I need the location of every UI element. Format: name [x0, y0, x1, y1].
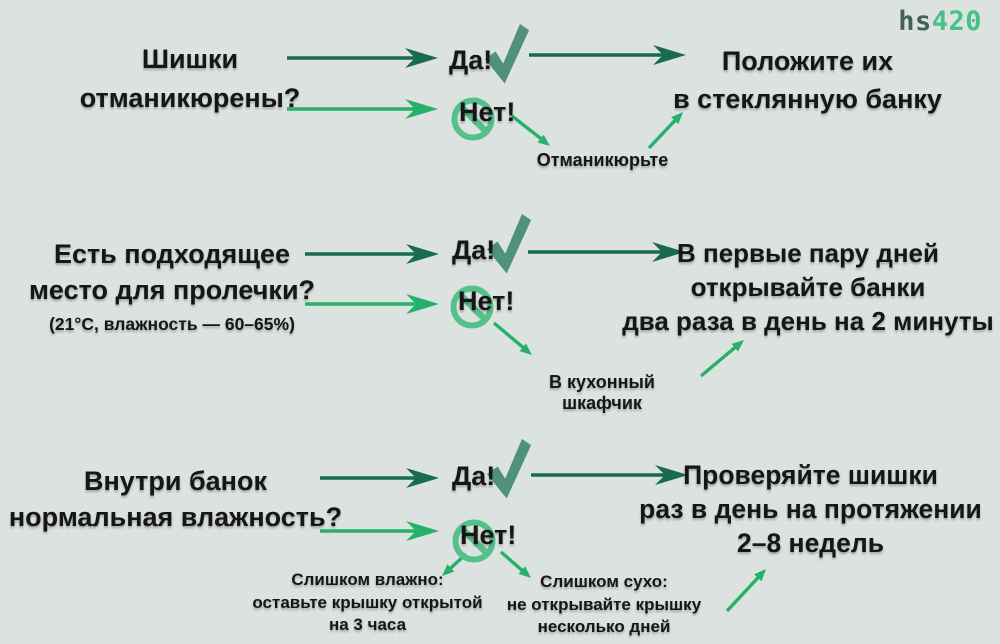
result-3-line-2: раз в день на протяжении	[639, 494, 982, 524]
arrow-yes-2	[305, 244, 439, 264]
question-1-line-1: Шишки	[141, 44, 239, 74]
dry-branch-text: Слишком сухо: не открывайте крышку неско…	[498, 571, 710, 639]
question-3: Внутри банок нормальная влажность?	[8, 463, 343, 535]
question-3-line-1: Внутри банок	[84, 466, 267, 496]
question-2-note: (21°C, влажность — 60–65%)	[49, 314, 295, 334]
prohibition-icon-3	[452, 519, 496, 563]
arrow-no-2	[305, 294, 439, 314]
hs420-logo: hs420	[898, 6, 982, 37]
arrow-from-action-2	[699, 340, 744, 378]
wet-branch-line-2: оставьте крышку открытой	[252, 592, 483, 612]
arrow-yes-result-2	[528, 242, 685, 262]
no-label-1: Нет!	[459, 97, 516, 127]
arrow-to-action-2	[492, 321, 532, 355]
result-2-line-3: два раза в день на 2 минуты	[622, 306, 994, 336]
no-action-1: Отманикюрьте	[536, 150, 669, 170]
no-action-2: В кухонный шкафчик	[549, 372, 655, 413]
result-3-line-1: Проверяйте шишки	[683, 460, 938, 490]
dry-branch-line-2: не открывайте крышку	[506, 594, 702, 614]
yes-label-2: Да!	[452, 235, 496, 265]
result-3-line-3: 2–8 недель	[736, 528, 884, 558]
question-2-line-1: Есть подходящее	[53, 239, 291, 269]
wet-branch-line-3: на 3 часа	[328, 615, 407, 634]
question-1-line-2: отманикюрены?	[79, 83, 301, 113]
result-2: В первые пару дней открывайте банки два …	[622, 236, 994, 338]
question-2: Есть подходящее место для пролечки? (21°…	[22, 236, 322, 334]
yes-label-1: Да!	[449, 45, 493, 75]
question-2-line-2: место для пролечки?	[28, 275, 316, 305]
logo-420: 420	[931, 6, 982, 37]
yes-label-3: Да!	[452, 461, 496, 491]
result-1: Положите их в стеклянную банку	[665, 42, 950, 118]
prohibition-icon-1	[451, 97, 495, 141]
logo-hs: hs	[898, 6, 932, 37]
prohibition-icon-2	[450, 285, 494, 329]
arrow-yes-result-3	[531, 465, 688, 485]
arrow-yes-result-1	[529, 45, 686, 65]
arrow-to-dry-branch	[499, 550, 531, 578]
arrow-no-3	[320, 521, 439, 541]
dry-branch-line-3: несколько дней	[537, 617, 671, 636]
no-label-3: Нет!	[460, 520, 517, 550]
result-1-line-1: Положите их	[721, 46, 894, 76]
arrow-yes-3	[320, 468, 439, 488]
arrow-from-action-1	[647, 112, 683, 150]
result-2-line-1: В первые пару дней	[677, 238, 939, 268]
arrow-no-1	[287, 99, 438, 119]
arrow-yes-1	[287, 48, 438, 68]
result-3: Проверяйте шишки раз в день на протяжени…	[628, 458, 993, 560]
checkmark-icon-3	[486, 439, 532, 499]
no-label-2: Нет!	[458, 286, 515, 316]
result-2-line-2: открывайте банки	[690, 272, 926, 302]
wet-branch-line-1: Слишком влажно:	[291, 570, 444, 589]
checkmark-icon-2	[486, 214, 532, 274]
result-1-line-2: в стеклянную банку	[673, 84, 942, 114]
arrow-from-dry-branch	[725, 569, 766, 613]
arrow-to-action-1	[510, 114, 550, 146]
wet-branch-text: Слишком влажно: оставьте крышку открытой…	[245, 569, 490, 637]
question-3-line-2: нормальная влажность?	[8, 502, 343, 532]
checkmark-icon-1	[484, 24, 530, 84]
dry-branch-line-1: Слишком сухо:	[540, 572, 668, 591]
question-1: Шишки отманикюрены?	[40, 40, 340, 118]
